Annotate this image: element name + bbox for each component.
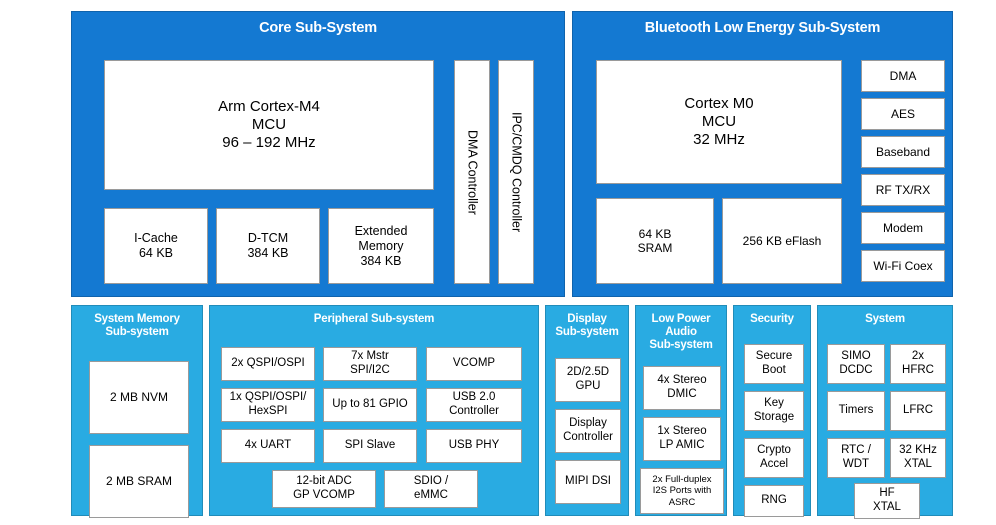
core-memory-block-extended-memory: Extended Memory 384 KB bbox=[328, 208, 434, 284]
peripheral-block-usb-phy: USB PHY bbox=[426, 429, 522, 463]
system-block-lfrc: LFRC bbox=[890, 391, 946, 431]
system-block-32khz-xtal: 32 KHz XTAL bbox=[890, 438, 946, 478]
low-power-audio-subsystem-panel: Low Power Audio Sub-system 4x Stereo DMI… bbox=[635, 305, 727, 516]
peripheral-block-2x-qspi-ospi: 2x QSPI/OSPI bbox=[221, 347, 315, 381]
peripheral-block-usb-2-controller: USB 2.0 Controller bbox=[426, 388, 522, 422]
low-power-audio-subsystem-title: Low Power Audio Sub-system bbox=[649, 313, 713, 351]
system-memory-subsystem-panel: System Memory Sub-system 2 MB NVM 2 MB S… bbox=[71, 305, 203, 518]
core-cpu-block: Arm Cortex-M4 MCU 96 – 192 MHz bbox=[104, 60, 434, 190]
core-subsystem-title: Core Sub-System bbox=[259, 20, 377, 36]
peripheral-block-7x-mstr-spi-i2c: 7x Mstr SPI/I2C bbox=[323, 347, 417, 381]
display-block-display-controller: Display Controller bbox=[555, 409, 621, 453]
peripheral-subsystem-panel: Peripheral Sub-system 2x QSPI/OSPI 1x QS… bbox=[209, 305, 539, 516]
ble-radio-block-modem: Modem bbox=[861, 212, 945, 244]
peripheral-block-sdio-emmc: SDIO / eMMC bbox=[384, 470, 478, 508]
system-memory-block-sram: 2 MB SRAM bbox=[89, 445, 189, 518]
core-ipc-cmdq-controller-block: IPC/CMDQ Controller bbox=[498, 60, 534, 284]
security-block-secure-boot: Secure Boot bbox=[744, 344, 804, 384]
system-memory-block-nvm: 2 MB NVM bbox=[89, 361, 189, 434]
ble-radio-block-dma: DMA bbox=[861, 60, 945, 92]
display-block-gpu: 2D/2.5D GPU bbox=[555, 358, 621, 402]
audio-block-i2s-ports-asrc: 2x Full-duplex I2S Ports with ASRC bbox=[640, 468, 724, 514]
ble-subsystem-panel: Bluetooth Low Energy Sub-System Cortex M… bbox=[572, 11, 953, 297]
peripheral-block-gpio: Up to 81 GPIO bbox=[323, 388, 417, 422]
system-subsystem-panel: System SIMO DCDC 2x HFRC Timers LFRC RTC… bbox=[817, 305, 953, 519]
peripheral-block-4x-uart: 4x UART bbox=[221, 429, 315, 463]
core-memory-block-dtcm: D-TCM 384 KB bbox=[216, 208, 320, 284]
ble-radio-block-baseband: Baseband bbox=[861, 136, 945, 168]
audio-block-4x-stereo-dmic: 4x Stereo DMIC bbox=[643, 366, 721, 410]
ble-radio-block-rf-tx-rx: RF TX/RX bbox=[861, 174, 945, 206]
system-block-simo-dcdc: SIMO DCDC bbox=[827, 344, 885, 384]
peripheral-subsystem-title: Peripheral Sub-system bbox=[313, 313, 435, 325]
system-block-hf-xtal: HF XTAL bbox=[854, 483, 920, 519]
peripheral-block-12bit-adc-gp-vcomp: 12-bit ADC GP VCOMP bbox=[272, 470, 376, 508]
security-block-crypto-accel: Crypto Accel bbox=[744, 438, 804, 478]
ble-memory-block-sram: 64 KB SRAM bbox=[596, 198, 714, 284]
security-subsystem-panel: Security Secure Boot Key Storage Crypto … bbox=[733, 305, 811, 517]
ble-radio-block-wifi-coex: Wi-Fi Coex bbox=[861, 250, 945, 282]
display-subsystem-title: Display Sub-system bbox=[555, 313, 619, 338]
audio-block-1x-stereo-lp-amic: 1x Stereo LP AMIC bbox=[643, 417, 721, 461]
security-block-key-storage: Key Storage bbox=[744, 391, 804, 431]
ble-memory-block-eflash: 256 KB eFlash bbox=[722, 198, 842, 284]
system-block-rtc-wdt: RTC / WDT bbox=[827, 438, 885, 478]
peripheral-block-vcomp: VCOMP bbox=[426, 347, 522, 381]
display-subsystem-panel: Display Sub-system 2D/2.5D GPU Display C… bbox=[545, 305, 629, 516]
system-block-2x-hfrc: 2x HFRC bbox=[890, 344, 946, 384]
peripheral-block-1x-qspi-ospi-hexspi: 1x QSPI/OSPI/ HexSPI bbox=[221, 388, 315, 422]
peripheral-block-spi-slave: SPI Slave bbox=[323, 429, 417, 463]
system-block-timers: Timers bbox=[827, 391, 885, 431]
core-dma-controller-block: DMA Controller bbox=[454, 60, 490, 284]
display-block-mipi-dsi: MIPI DSI bbox=[555, 460, 621, 504]
security-block-rng: RNG bbox=[744, 485, 804, 517]
security-subsystem-title: Security bbox=[750, 313, 794, 325]
ble-radio-block-aes: AES bbox=[861, 98, 945, 130]
system-memory-subsystem-title: System Memory Sub-system bbox=[94, 313, 180, 338]
core-memory-block-icache: I-Cache 64 KB bbox=[104, 208, 208, 284]
core-subsystem-panel: Core Sub-System Arm Cortex-M4 MCU 96 – 1… bbox=[71, 11, 565, 297]
system-subsystem-title: System bbox=[865, 313, 905, 325]
ble-cpu-block: Cortex M0 MCU 32 MHz bbox=[596, 60, 842, 184]
ble-subsystem-title: Bluetooth Low Energy Sub-System bbox=[644, 20, 881, 36]
